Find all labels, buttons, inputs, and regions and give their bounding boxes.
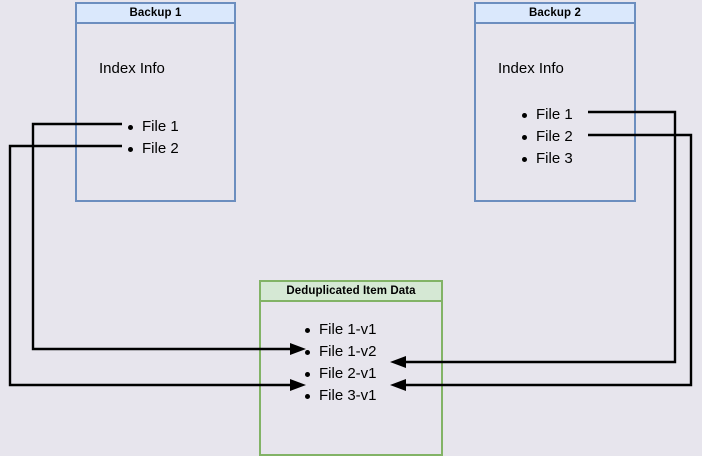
list-item[interactable]: File 2 xyxy=(126,138,179,160)
list-item[interactable]: File 2-v1 xyxy=(303,363,377,385)
backup-1-index-label: Index Info xyxy=(99,60,165,77)
backup-2-file-list: File 1 File 2 File 3 xyxy=(520,104,573,170)
backup-1-file-list: File 1 File 2 xyxy=(126,116,179,160)
backup-2-box[interactable]: Backup 2 Index Info File 1 File 2 File 3 xyxy=(474,2,636,202)
list-item[interactable]: File 1-v1 xyxy=(303,319,377,341)
backup-2-title: Backup 2 xyxy=(529,7,581,19)
backup-1-header: Backup 1 xyxy=(77,4,234,24)
list-item[interactable]: File 1 xyxy=(520,104,573,126)
list-item[interactable]: File 1 xyxy=(126,116,179,138)
backup-2-header: Backup 2 xyxy=(476,4,634,24)
deduplicated-item-data-title: Deduplicated Item Data xyxy=(286,285,416,297)
list-item[interactable]: File 1-v2 xyxy=(303,341,377,363)
deduplicated-file-list: File 1-v1 File 1-v2 File 2-v1 File 3-v1 xyxy=(303,319,377,407)
deduplicated-item-data-header: Deduplicated Item Data xyxy=(261,282,441,302)
list-item[interactable]: File 3 xyxy=(520,148,573,170)
backup-2-body: Index Info File 1 File 2 File 3 xyxy=(476,24,634,200)
backup-1-box[interactable]: Backup 1 Index Info File 1 File 2 xyxy=(75,2,236,202)
backup-1-body: Index Info File 1 File 2 xyxy=(77,24,234,200)
backup-2-index-label: Index Info xyxy=(498,60,564,77)
list-item[interactable]: File 3-v1 xyxy=(303,385,377,407)
deduplicated-item-data-body: File 1-v1 File 1-v2 File 2-v1 File 3-v1 xyxy=(261,302,441,454)
deduplicated-item-data-box[interactable]: Deduplicated Item Data File 1-v1 File 1-… xyxy=(259,280,443,456)
list-item[interactable]: File 2 xyxy=(520,126,573,148)
diagram-canvas: Backup 1 Index Info File 1 File 2 Backup… xyxy=(8,2,693,456)
backup-1-title: Backup 1 xyxy=(129,7,182,19)
